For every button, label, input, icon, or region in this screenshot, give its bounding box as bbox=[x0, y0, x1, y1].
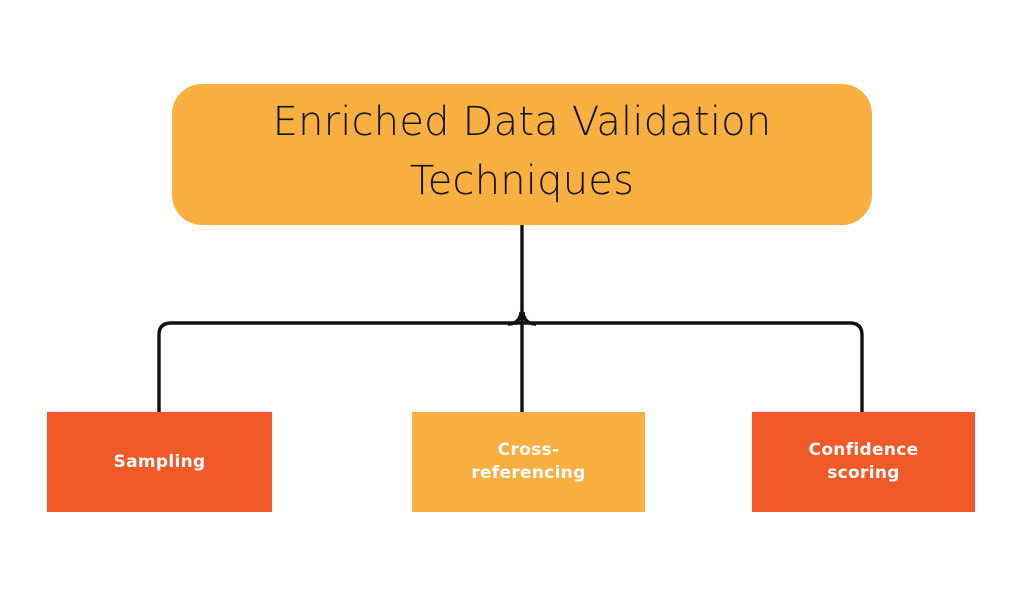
leaf-node-label: Cross- referencing bbox=[471, 440, 586, 483]
leaf-node-cross-referencing[interactable]: Cross- referencing bbox=[412, 412, 645, 512]
leaf-node-confidence-scoring[interactable]: Confidence scoring bbox=[752, 412, 975, 512]
root-node[interactable]: Enriched Data Validation Techniques bbox=[172, 84, 872, 225]
connector-junction-fillet-left bbox=[507, 311, 523, 326]
connector-junction-fillet-right bbox=[521, 311, 537, 326]
leaf-node-label: Sampling bbox=[113, 451, 206, 472]
connector-branch-left bbox=[157, 321, 522, 412]
root-node-label: Enriched Data Validation Techniques bbox=[272, 98, 772, 204]
leaf-node-sampling[interactable]: Sampling bbox=[47, 412, 272, 512]
leaf-node-label: Confidence scoring bbox=[808, 440, 919, 483]
connector-branch-right bbox=[522, 321, 864, 412]
